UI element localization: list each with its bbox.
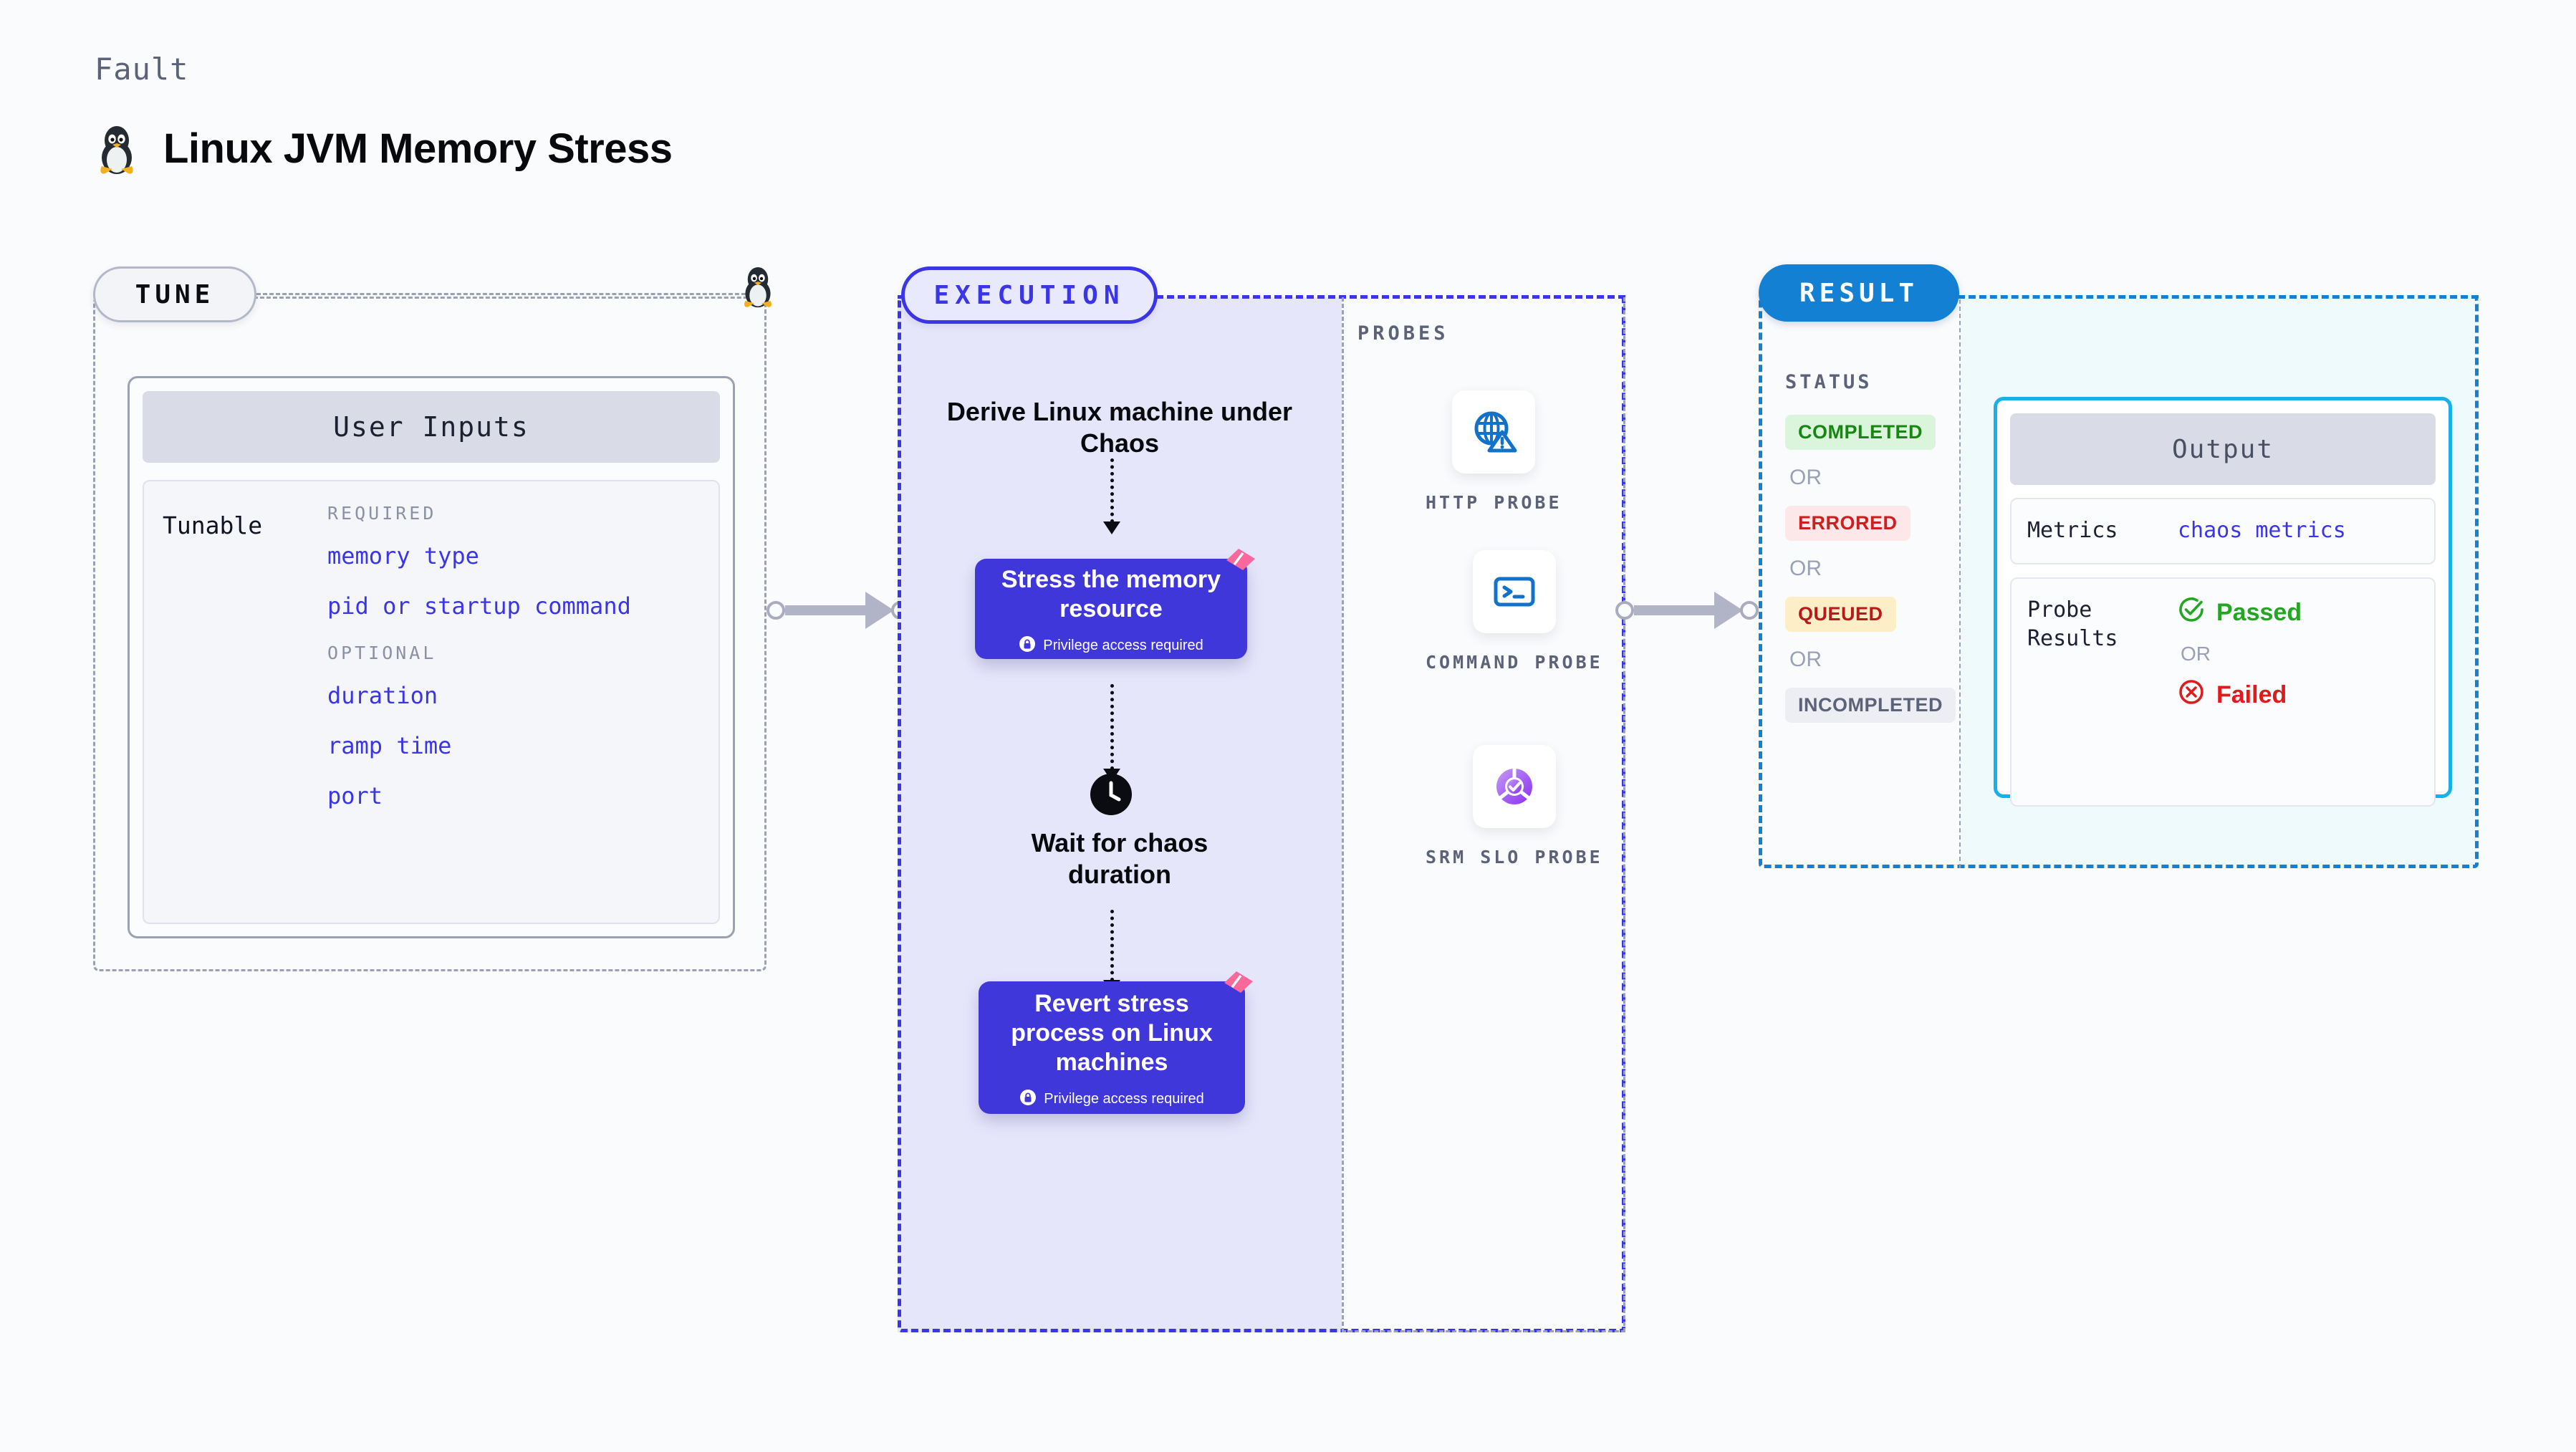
probes-boundary (1342, 297, 1625, 1332)
passed-label: Passed (2216, 598, 2302, 626)
connector-arrowhead (865, 592, 894, 629)
failed-label: Failed (2216, 681, 2287, 708)
status-badge: INCOMPLETED (1785, 688, 1956, 723)
probe-result-passed: Passed (2178, 596, 2302, 630)
tunable-box: Tunable REQUIRED memory type pid or star… (143, 480, 720, 924)
group-title-optional: OPTIONAL (327, 643, 437, 663)
privilege-note: Privilege access required (1019, 635, 1203, 657)
status-column: STATUS COMPLETED OR ERRORED OR QUEUED OR… (1762, 299, 1961, 868)
connector-arrowhead (1714, 592, 1743, 629)
probe-http[interactable]: HTTP PROBE (1426, 390, 1562, 515)
clock-icon (1090, 774, 1132, 818)
connector-tune-to-execution (766, 592, 910, 629)
user-inputs-header: User Inputs (143, 391, 720, 463)
probe-result-or: OR (2181, 642, 2211, 665)
execution-step-stress-card[interactable]: Stress the memory resource Privilege acc… (975, 549, 1255, 659)
execution-stage-pill[interactable]: EXECUTION (901, 266, 1158, 324)
card-title: Stress the memory resource (1001, 566, 1221, 622)
status-badge: QUEUED (1785, 597, 1896, 632)
tune-boundary (93, 297, 766, 971)
execution-top-dash-right (1156, 295, 1625, 299)
flow-arrow (1103, 458, 1120, 534)
metrics-label: Metrics (2027, 518, 2118, 543)
execution-fill (898, 297, 1342, 1332)
probe-command[interactable]: COMMAND PROBE (1426, 550, 1603, 675)
probe-results-row: Probe Results Passed OR (2010, 577, 2436, 807)
probe-srm-slo[interactable]: SRM SLO PROBE (1426, 745, 1603, 870)
output-title: Output (2171, 434, 2274, 464)
execution-step-revert-card[interactable]: Revert stress process on Linux machines … (979, 971, 1253, 1114)
tunable-item[interactable]: ramp time (327, 732, 452, 759)
probes-title: PROBES (1357, 322, 1449, 345)
status-badge: COMPLETED (1785, 415, 1936, 450)
lock-icon (1019, 635, 1036, 657)
metrics-row: Metrics chaos metrics (2010, 498, 2436, 564)
globe-warning-icon (1452, 390, 1536, 473)
metrics-value[interactable]: chaos metrics (2178, 518, 2346, 543)
output-card: Output Metrics chaos metrics Probe Resul… (1994, 397, 2452, 807)
connector-line (1634, 605, 1716, 615)
terminal-icon (1472, 550, 1556, 633)
flow-arrow (1103, 910, 1120, 993)
tunable-item[interactable]: duration (327, 682, 438, 709)
linux-penguin-icon-small (739, 264, 777, 311)
status-title: STATUS (1785, 371, 1873, 393)
execution-step-derive: Derive Linux machine under Chaos (946, 397, 1293, 458)
probe-results-values: Passed OR Failed (2178, 596, 2302, 788)
connector-execution-to-result (1615, 592, 1759, 629)
probe-label: COMMAND PROBE (1426, 652, 1603, 673)
privilege-text: Privilege access required (1043, 638, 1203, 654)
group-title-required: REQUIRED (327, 503, 437, 524)
page-title-row: Linux JVM Memory Stress (95, 122, 673, 175)
execution-step-wait: Wait for chaos duration (1031, 828, 1208, 889)
user-inputs-title: User Inputs (333, 411, 529, 443)
result-stage-pill[interactable]: RESULT (1759, 264, 1959, 322)
result-top-dash (1958, 295, 2479, 299)
flow-arrow (1103, 684, 1120, 782)
result-boundary (1759, 297, 2479, 868)
tunable-item[interactable]: port (327, 782, 383, 809)
probe-label: HTTP PROBE (1426, 492, 1562, 513)
status-or: OR (1789, 557, 1822, 580)
execution-pill-label: EXECUTION (933, 280, 1125, 310)
harness-chaos-badge-icon (1222, 967, 1255, 1000)
privilege-note: Privilege access required (1019, 1089, 1204, 1110)
tunable-list: REQUIRED memory type pid or startup comm… (327, 503, 700, 901)
privilege-text: Privilege access required (1044, 1091, 1204, 1107)
tunable-item[interactable]: pid or startup command (327, 592, 631, 620)
tune-stage-pill[interactable]: TUNE (93, 266, 256, 322)
page-title: Linux JVM Memory Stress (163, 125, 673, 172)
x-circle-icon (2178, 678, 2205, 712)
connector-start-dot (1615, 601, 1634, 620)
linux-penguin-icon (95, 122, 139, 175)
check-circle-icon (2178, 596, 2205, 630)
status-or: OR (1789, 648, 1822, 671)
card-title: Revert stress process on Linux machines (1011, 990, 1213, 1076)
lock-icon (1019, 1089, 1037, 1110)
probe-results-label: Probe Results (2027, 597, 2118, 652)
status-or: OR (1789, 466, 1822, 489)
output-header: Output (2010, 413, 2436, 485)
connector-start-dot (766, 601, 785, 620)
probe-result-failed: Failed (2178, 678, 2302, 712)
slo-donut-check-icon (1472, 745, 1556, 828)
connector-end-dot (1740, 601, 1759, 620)
fault-eyebrow-label: Fault (95, 52, 189, 87)
tunable-label: Tunable (163, 511, 263, 539)
connector-line (785, 605, 867, 615)
probe-label: SRM SLO PROBE (1426, 847, 1603, 867)
tunable-item[interactable]: memory type (327, 542, 479, 569)
tune-pill-label: TUNE (135, 279, 215, 309)
status-badge: ERRORED (1785, 506, 1911, 541)
user-inputs-card: User Inputs Tunable REQUIRED memory type… (128, 376, 735, 938)
result-pill-label: RESULT (1799, 278, 1919, 308)
tune-top-dashed-line (256, 293, 765, 295)
status-list: COMPLETED OR ERRORED OR QUEUED OR INCOMP… (1785, 415, 1959, 723)
harness-chaos-badge-icon (1224, 544, 1257, 577)
